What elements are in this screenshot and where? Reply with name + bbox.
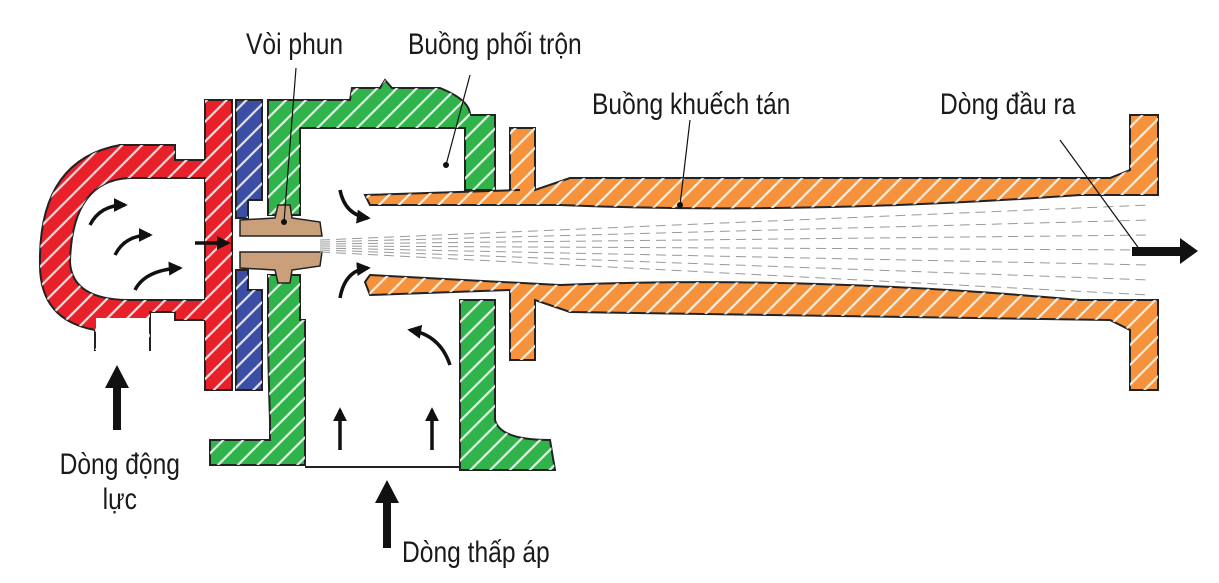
nozzle-plate (235, 99, 263, 391)
outlet-flow-label: Dòng đầu ra (940, 88, 1076, 121)
nozzle-tip (239, 204, 323, 284)
leader-lines (283, 67, 1141, 251)
mixing-chamber-body (209, 78, 557, 471)
motive-flow-label: Dòng động lực (59, 448, 180, 516)
nozzle-label: Vòi phun (246, 28, 344, 61)
low-pressure-flow-label: Dòng thấp áp (402, 536, 550, 569)
outlet-arrow (1132, 238, 1198, 264)
motive-inlet-arrow (105, 365, 129, 430)
jet-spray (319, 204, 1151, 296)
diffuser-label: Buồng khuếch tán (592, 88, 791, 121)
motive-inlet-body (38, 99, 233, 391)
mixing-chamber-label: Buồng phối trộn (408, 28, 582, 61)
flow-arrows (88, 189, 452, 450)
diffuser-body (363, 114, 1159, 391)
low-pressure-inlet-arrow (375, 480, 399, 548)
